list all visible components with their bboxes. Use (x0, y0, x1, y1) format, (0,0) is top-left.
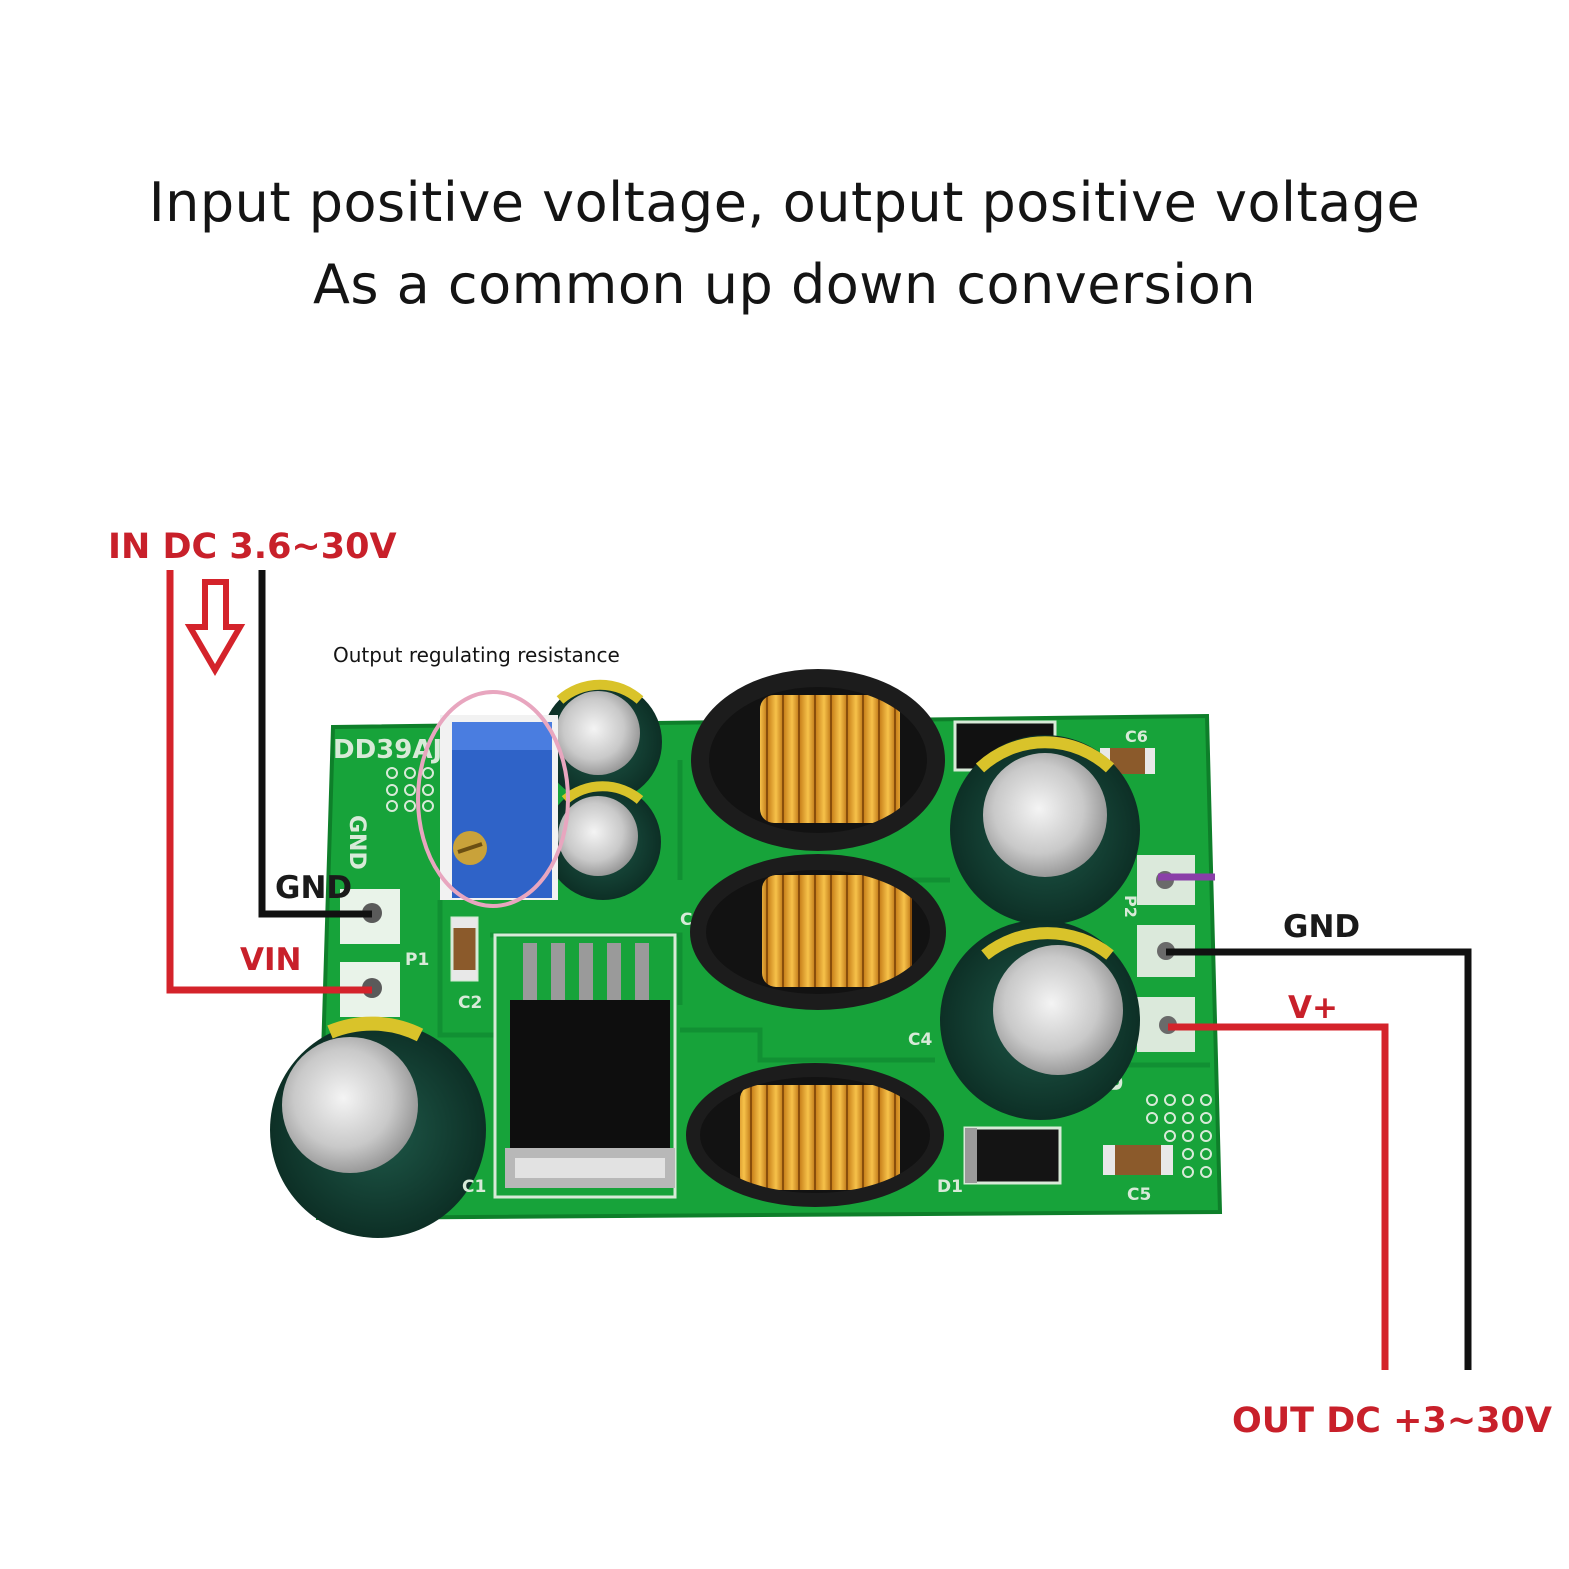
wire-gnd-in (258, 570, 372, 918)
regulator-ic (493, 933, 677, 1199)
headline-line-1: Input positive voltage, output positive … (148, 171, 1421, 234)
board-c6-text: C6 (1125, 727, 1148, 746)
board-d1-text: D1 (937, 1177, 963, 1197)
cap-right-bottom (940, 920, 1140, 1120)
vplus-label: V+ (1288, 990, 1338, 1026)
wire-vplus (1168, 1023, 1389, 1370)
down-arrow-icon (184, 579, 246, 676)
inductor-top (691, 669, 945, 851)
potentiometer (440, 715, 558, 900)
wire-vin (166, 570, 372, 994)
gnd-out-label: GND (1283, 909, 1360, 945)
board-model-text: DD39AJP (333, 735, 461, 765)
gnd-in-label: GND (275, 870, 352, 906)
diode-d1 (963, 1126, 1062, 1185)
headline-line-2: As a common up down conversion (312, 253, 1257, 316)
board-gnd-text: GND (344, 815, 369, 870)
highlight-circle (416, 690, 570, 908)
board-c1-text: C1 (462, 1177, 486, 1197)
board-c5-text: C5 (1127, 1185, 1151, 1205)
input-voltage-label: IN DC 3.6~30V (108, 527, 397, 567)
inductor-middle (690, 854, 946, 1010)
cap-top-left-1 (542, 679, 662, 802)
cap-bottom-left-c1 (270, 1016, 486, 1238)
board-p2-text: P2 (1121, 895, 1140, 918)
output-voltage-label: OUT DC +3~30V (1232, 1401, 1552, 1441)
inductor-bottom (686, 1063, 944, 1207)
board-p1-text: P1 (405, 950, 429, 970)
cap-right-top (950, 735, 1140, 925)
pot-note-label: Output regulating resistance (333, 643, 620, 667)
via-dots (386, 767, 1212, 1178)
board-c2-text: C2 (458, 993, 482, 1013)
cap-top-left-2 (545, 781, 661, 900)
board-c4-text: C4 (908, 1030, 932, 1050)
wire-gnd-out (1166, 948, 1472, 1370)
vin-label: VIN (240, 942, 301, 978)
